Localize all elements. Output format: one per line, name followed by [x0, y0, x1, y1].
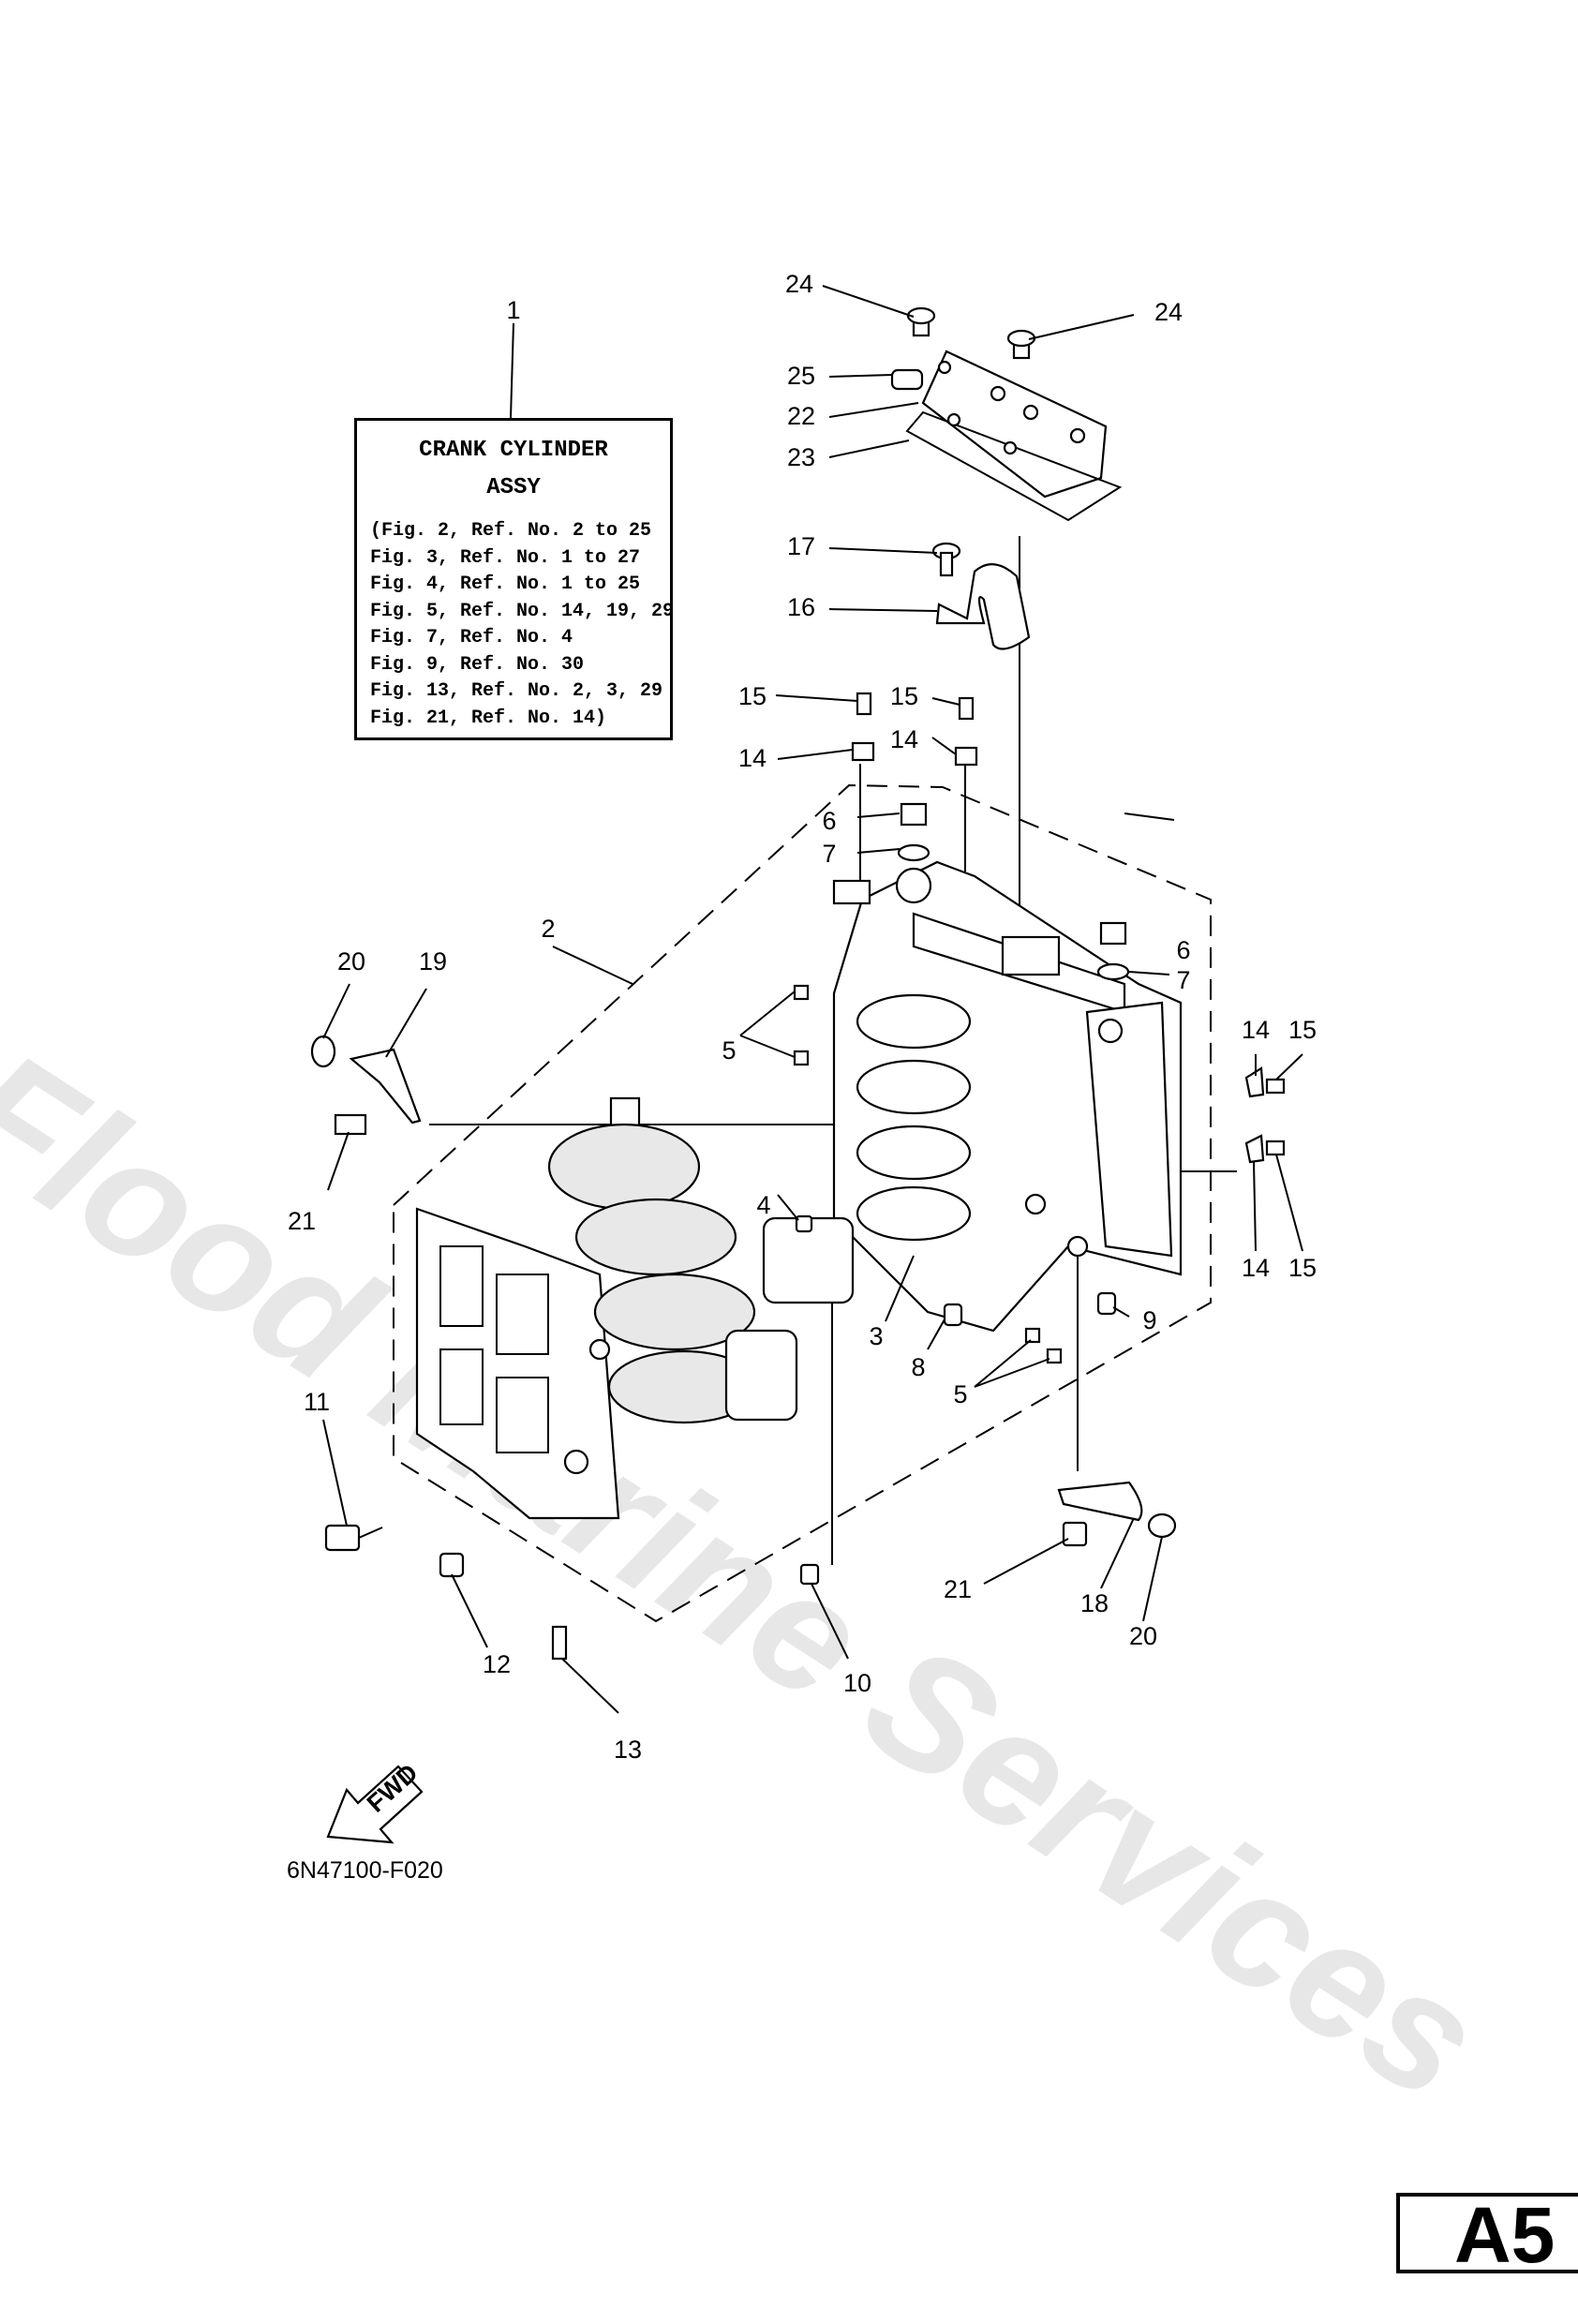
- callout-14-right-upper: 14: [1242, 1016, 1270, 1044]
- label-reference-list: (Fig. 2, Ref. No. 2 to 25 Fig. 3, Ref. N…: [370, 518, 675, 732]
- callout-9: 9: [1142, 1306, 1156, 1334]
- callout-7-right: 7: [1176, 966, 1190, 994]
- callout-5-lower: 5: [953, 1380, 967, 1408]
- callout-14-right-lower: 14: [1242, 1254, 1270, 1282]
- callout-7-upper: 7: [822, 840, 836, 868]
- callout-6-upper: 6: [822, 807, 836, 835]
- label-title: CRANK CYLINDER ASSY: [370, 432, 657, 507]
- label-ref-item: Fig. 9, Ref. No. 30: [370, 653, 585, 676]
- callout-11: 11: [304, 1388, 330, 1416]
- label-title-line-2: ASSY: [486, 475, 541, 500]
- callout-23: 23: [787, 443, 815, 471]
- callout-3: 3: [869, 1322, 883, 1350]
- label-ref-item: Fig. 5, Ref. No. 14, 19, 29: [370, 600, 675, 622]
- callout-24-right: 24: [1154, 298, 1183, 326]
- callout-21-left: 21: [288, 1207, 316, 1235]
- callout-4: 4: [756, 1191, 770, 1219]
- leader-lines: [322, 285, 1303, 1714]
- label-ref-item: (Fig. 2, Ref. No. 2 to 25: [370, 520, 652, 542]
- diagram-code: 6N47100-F020: [287, 1857, 443, 1884]
- hose-bracket: [935, 563, 1031, 650]
- label-ref-item: Fig. 7, Ref. No. 4: [370, 627, 573, 648]
- callout-15-right-upper: 15: [1288, 1016, 1317, 1044]
- label-ref-item: Fig. 21, Ref. No. 14): [370, 707, 607, 729]
- label-ref-item: Fig. 3, Ref. No. 1 to 27: [370, 546, 641, 569]
- callout-21-right: 21: [944, 1575, 972, 1603]
- callout-12: 12: [483, 1650, 511, 1678]
- assembly-label-box: CRANK CYLINDER ASSY (Fig. 2, Ref. No. 2 …: [354, 418, 675, 740]
- label-ref-item: Fig. 13, Ref. No. 2, 3, 29: [370, 680, 663, 702]
- page-code-box: A5: [1396, 2191, 1578, 2279]
- callout-24-left: 24: [785, 270, 813, 298]
- fwd-arrow: FWD: [326, 1758, 424, 1844]
- callout-18: 18: [1080, 1589, 1109, 1617]
- callout-14-upper-left: 14: [738, 744, 767, 772]
- callout-19: 19: [419, 947, 447, 976]
- callout-1: 1: [506, 296, 520, 324]
- callout-22: 22: [787, 402, 815, 430]
- callout-numbers: 1 2 3 4 5 5 6 6 7 7 8 9 10 11 12 13 14 1…: [288, 270, 1317, 1764]
- callout-13: 13: [614, 1736, 642, 1764]
- cylinder-cover: [905, 350, 1123, 522]
- callout-15-right-lower: 15: [1288, 1254, 1317, 1282]
- callout-2: 2: [541, 915, 555, 943]
- callout-14-upper-right: 14: [890, 725, 918, 753]
- callout-10: 10: [843, 1669, 871, 1697]
- callout-6-right: 6: [1176, 936, 1190, 964]
- callout-16: 16: [787, 593, 815, 621]
- callout-8: 8: [911, 1353, 925, 1381]
- crankcase: [415, 1207, 620, 1520]
- callout-5-upper: 5: [722, 1036, 736, 1065]
- callout-20-right: 20: [1129, 1622, 1157, 1650]
- callout-15-upper-right: 15: [890, 682, 918, 710]
- callout-15-upper-left: 15: [738, 682, 767, 710]
- cylinder-block: [832, 860, 1183, 1333]
- callout-17: 17: [787, 532, 815, 560]
- callout-20-left: 20: [337, 947, 365, 976]
- label-title-line-1: CRANK CYLINDER: [419, 438, 608, 463]
- callout-25: 25: [787, 362, 815, 390]
- crankshaft: [547, 1096, 855, 1424]
- page-code: A5: [1454, 2191, 1556, 2279]
- assembly-outline: [393, 783, 1212, 1623]
- small-parts: [310, 306, 1286, 1661]
- label-ref-item: Fig. 4, Ref. No. 1 to 25: [370, 574, 641, 595]
